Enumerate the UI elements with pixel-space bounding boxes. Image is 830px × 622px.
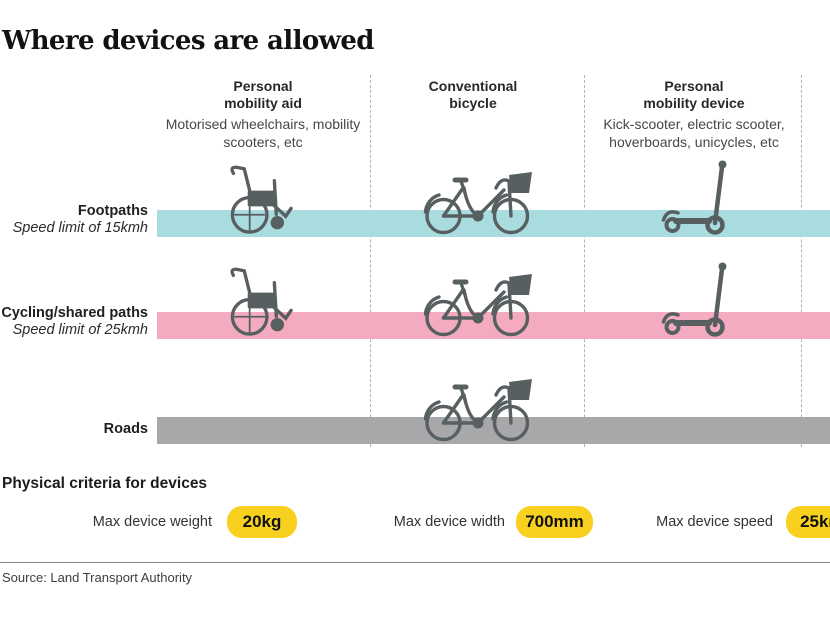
scooter-icon (659, 156, 740, 237)
column-header-personal-mobility-device: Personal mobility device Kick-scooter, e… (588, 78, 800, 151)
bicycle-icon (421, 164, 534, 237)
column-title: Personal (233, 78, 293, 94)
column-title: Conventional (428, 78, 518, 94)
column-divider (370, 75, 371, 447)
column-divider (801, 75, 802, 447)
column-title: mobility aid (224, 95, 302, 111)
bicycle-icon (421, 266, 534, 339)
wheelchair-icon (223, 160, 303, 237)
column-divider (584, 75, 585, 447)
criteria-label-width: Max device width (393, 514, 505, 530)
column-title: Personal (664, 78, 724, 94)
footer-divider (0, 562, 830, 563)
scooter-icon (659, 258, 740, 339)
column-description: Kick-scooter, electric scooter, hoverboa… (603, 116, 785, 150)
column-title: mobility device (643, 95, 745, 111)
source-attribution: Source: Land Transport Authority (2, 570, 193, 585)
criteria-heading: Physical criteria for devices (2, 475, 208, 492)
criteria-badge-weight: 20kg (227, 506, 297, 538)
row-speed-limit: Speed limit of 15kmh (12, 220, 148, 236)
row-title: Roads (103, 421, 148, 437)
column-header-personal-mobility-aid: Personal mobility aid Motorised wheelcha… (158, 78, 368, 151)
row-label-roads: Roads (0, 421, 148, 438)
wheelchair-icon (223, 262, 303, 339)
column-title: bicycle (449, 95, 497, 111)
row-label-cycling-paths: Cycling/shared paths Speed limit of 25km… (0, 305, 148, 339)
bicycle-icon (421, 371, 534, 444)
row-title: Cycling/shared paths (1, 305, 148, 321)
criteria-label-speed: Max device speed (656, 514, 773, 530)
row-title: Footpaths (77, 203, 148, 219)
column-header-conventional-bicycle: Conventional bicycle (381, 78, 565, 112)
page-title: Where devices are allowed (2, 26, 374, 56)
criteria-badge-speed: 25kmh (786, 506, 830, 538)
row-speed-limit: Speed limit of 25kmh (12, 322, 148, 338)
row-label-footpaths: Footpaths Speed limit of 15kmh (0, 203, 148, 237)
criteria-badge-width: 700mm (516, 506, 593, 538)
column-description: Motorised wheelchairs, mobility scooters… (165, 116, 361, 150)
criteria-label-weight: Max device weight (92, 514, 212, 530)
